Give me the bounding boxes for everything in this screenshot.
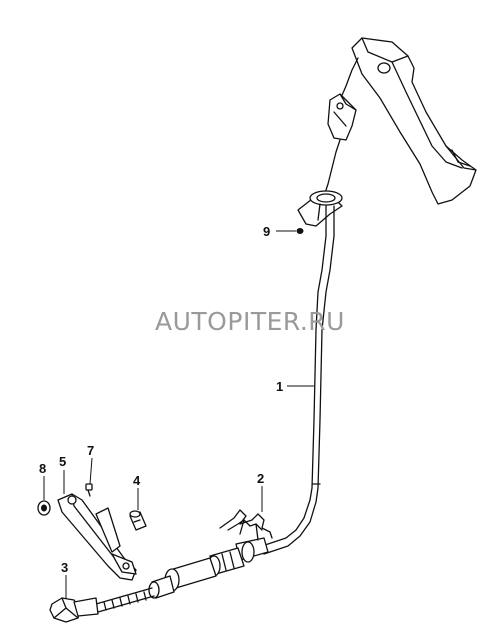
cable-mount-bracket <box>297 190 343 227</box>
cable-end-fitting <box>95 537 269 613</box>
callout-2: 2 <box>257 471 264 486</box>
callout-9: 9 <box>263 224 270 239</box>
upper-cable <box>323 139 341 197</box>
cable-clevis <box>327 93 357 141</box>
sleeve <box>129 510 147 531</box>
callout-7: 7 <box>87 443 94 458</box>
small-bolt <box>85 483 93 497</box>
callout-1: 1 <box>276 379 283 394</box>
nut <box>49 597 99 623</box>
leader-lines <box>43 230 314 598</box>
callout-4: 4 <box>133 473 141 488</box>
small-screw <box>296 228 304 234</box>
callout-5: 5 <box>59 454 66 469</box>
watermark: AUTOPITER.RU <box>155 307 345 336</box>
washer <box>37 500 51 516</box>
callout-3: 3 <box>61 560 68 575</box>
callout-8: 8 <box>39 461 46 476</box>
pedal-lever <box>339 37 477 205</box>
spring-clip <box>219 509 273 541</box>
release-bracket <box>57 493 137 581</box>
clutch-cable <box>261 205 335 555</box>
